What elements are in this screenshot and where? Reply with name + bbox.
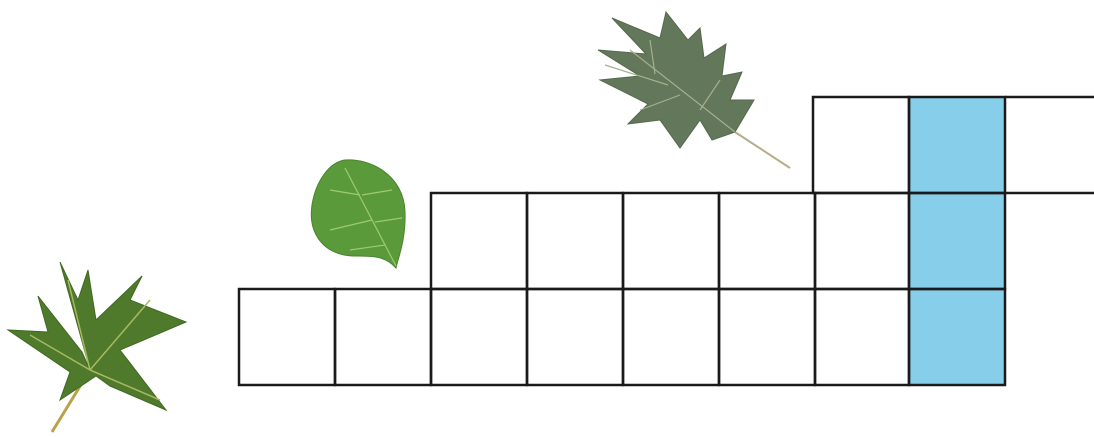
grid-cell <box>623 289 719 385</box>
grid-cell <box>527 289 623 385</box>
grid-cell <box>623 193 719 289</box>
grid-cell <box>335 289 431 385</box>
highlighted-column <box>909 97 1005 385</box>
grid-cell <box>239 289 335 385</box>
heart-leaf-icon <box>311 160 405 268</box>
grid-cell <box>431 193 527 289</box>
grid-cell <box>813 97 909 193</box>
highlight-cell <box>909 289 1005 385</box>
grid-cell <box>719 193 815 289</box>
oak-leaf-icon <box>598 12 790 168</box>
highlight-cell <box>909 193 1005 289</box>
oak-leaf-stem <box>735 132 790 168</box>
oak-leaf-blade <box>598 12 754 148</box>
grid-cell <box>719 289 815 385</box>
grid-cell <box>815 193 909 289</box>
highlight-cell <box>909 97 1005 193</box>
maple-leaf-icon <box>8 262 186 432</box>
grid-cell <box>431 289 527 385</box>
grid-cell <box>815 289 909 385</box>
heart-leaf-blade <box>311 160 405 268</box>
grid-cell <box>527 193 623 289</box>
maple-leaf-blade <box>8 262 186 410</box>
